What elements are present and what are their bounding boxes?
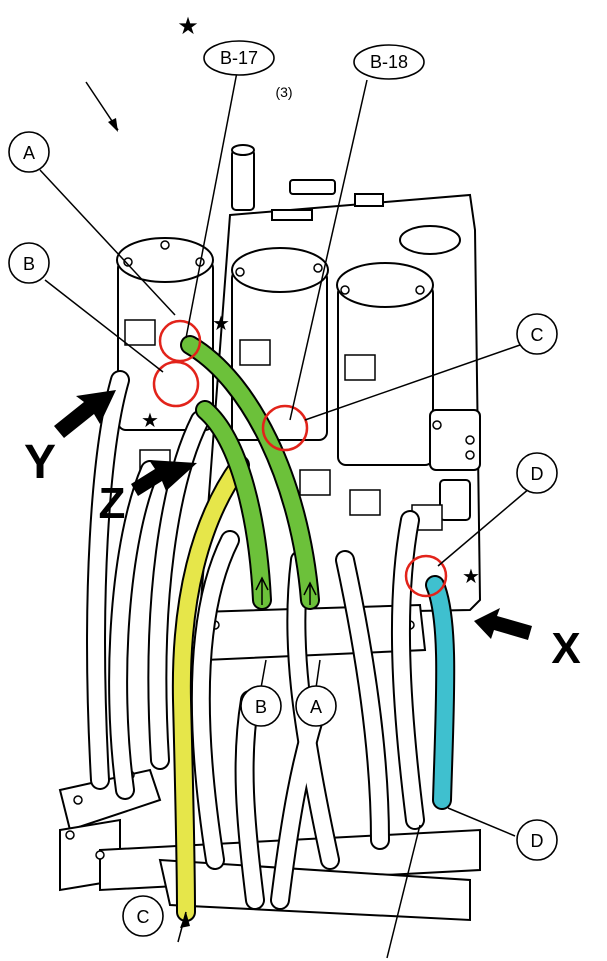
- label-c-bottom: C: [137, 907, 150, 927]
- callout-ellipse-b17: [203, 40, 275, 76]
- label-a-bottom: A: [310, 697, 322, 717]
- callout-circle-d: [516, 452, 558, 494]
- label-b18: B-18: [370, 52, 408, 72]
- colored-hoses: [171, 335, 456, 922]
- highlight-b17: [158, 319, 202, 363]
- cyan-hose: [427, 577, 454, 808]
- highlight-b18: [261, 404, 309, 452]
- star-mark-d: ★: [462, 566, 480, 588]
- label-b17: B-17: [220, 48, 258, 68]
- callout-circle-c: [516, 313, 558, 355]
- view-label-z: Z: [99, 479, 126, 528]
- label-d-right: D: [531, 464, 544, 484]
- highlight-b: [152, 360, 200, 408]
- label-b-bottom: B: [255, 697, 267, 717]
- callout-circle-a2: [295, 685, 337, 727]
- callout-circle-b: [8, 242, 50, 284]
- leader-lines: [39, 71, 531, 959]
- labels: A B C D D B A C B-17 B-18 (3) X Y Z ★ ★ …: [23, 13, 581, 927]
- callout-circles: [8, 40, 558, 937]
- arrow-x: [474, 608, 532, 640]
- label-c-right: C: [531, 325, 544, 345]
- callout-circle-c2: [122, 895, 164, 937]
- green-hose-b: [197, 402, 270, 608]
- green-hose-a: [182, 337, 318, 608]
- callout-ellipse-b18: [353, 44, 425, 80]
- label-a-top: A: [23, 143, 35, 163]
- highlight-circles: [152, 319, 448, 598]
- view-arrows: [54, 390, 532, 640]
- label-d-bottom: D: [531, 831, 544, 851]
- star-mark-b17: ★: [212, 313, 230, 335]
- arrow-y: [54, 390, 116, 438]
- star-mark-top: ★: [177, 13, 199, 40]
- callout-circle-b2: [240, 685, 282, 727]
- label-qty: (3): [275, 84, 292, 100]
- arrow-z: [131, 460, 197, 496]
- callout-circle-a: [8, 131, 50, 173]
- star-mark-b: ★: [141, 410, 159, 432]
- view-label-y: Y: [24, 436, 56, 489]
- flow-arrows: [255, 576, 317, 605]
- highlight-d: [404, 554, 448, 598]
- view-label-x: X: [551, 624, 580, 673]
- callout-circle-d2: [516, 819, 558, 861]
- label-b-top: B: [23, 254, 35, 274]
- pointer-arrowheads: [108, 118, 190, 928]
- white-hoses: [86, 370, 425, 910]
- yellow-hose-fill: [173, 457, 248, 920]
